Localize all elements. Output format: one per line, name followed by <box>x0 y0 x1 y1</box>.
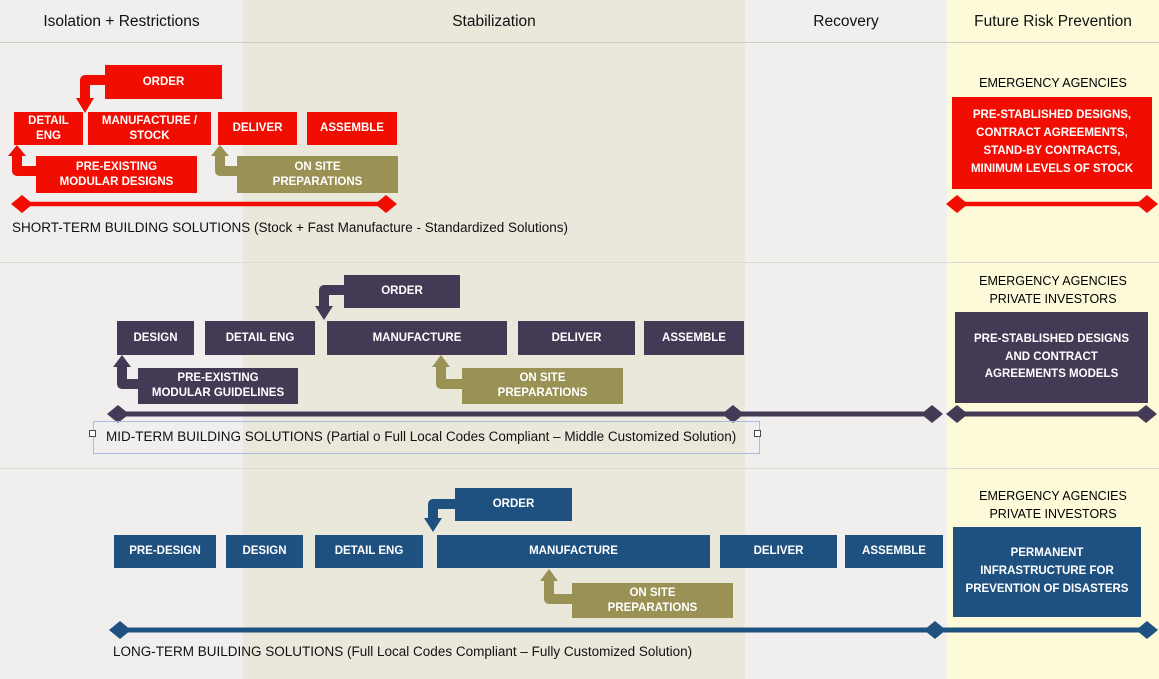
long-manufacture-box[interactable]: MANUFACTURE <box>437 535 710 568</box>
long-on-site-box[interactable]: ON SITE PREPARATIONS <box>572 583 733 618</box>
short-timeline[interactable] <box>0 194 1159 216</box>
long-deliver-box[interactable]: DELIVER <box>720 535 837 568</box>
long-timeline-label[interactable]: LONG-TERM BUILDING SOLUTIONS (Full Local… <box>113 644 693 659</box>
elbow-arrow-down-icon[interactable] <box>70 70 110 118</box>
header-divider <box>0 42 1159 43</box>
elbow-arrow-down-icon[interactable] <box>308 280 348 324</box>
mid-detail-eng-box[interactable]: DETAIL ENG <box>205 321 315 355</box>
elbow-arrow-up-icon[interactable] <box>205 143 243 179</box>
long-assemble-box[interactable]: ASSEMBLE <box>845 535 943 568</box>
phase-column-recovery <box>745 0 947 679</box>
mid-pre-existing-box[interactable]: PRE-EXISTING MODULAR GUIDELINES <box>138 368 298 404</box>
mid-order-box[interactable]: ORDER <box>344 275 460 308</box>
selection-rect[interactable] <box>93 421 760 454</box>
long-design-box[interactable]: DESIGN <box>226 535 303 568</box>
mid-on-site-box[interactable]: ON SITE PREPARATIONS <box>462 368 623 404</box>
short-detail-eng-box[interactable]: DETAIL ENG <box>14 112 83 145</box>
selection-handle-right[interactable] <box>754 430 761 437</box>
mid-timeline-label[interactable]: MID-TERM BUILDING SOLUTIONS (Partial o F… <box>106 429 737 444</box>
long-detail-eng-box[interactable]: DETAIL ENG <box>315 535 423 568</box>
row-divider-1 <box>0 262 1159 263</box>
phase-header-recovery[interactable]: Recovery <box>813 12 879 30</box>
row-divider-2 <box>0 468 1159 469</box>
elbow-arrow-up-icon[interactable] <box>4 143 44 179</box>
mid-timeline[interactable] <box>0 404 1159 426</box>
phase-header-future-risk[interactable]: Future Risk Prevention <box>974 12 1132 30</box>
short-order-box[interactable]: ORDER <box>105 65 222 99</box>
elbow-arrow-up-icon[interactable] <box>531 565 575 605</box>
long-risk-prevention-box[interactable]: PERMANENT INFRASTRUCTURE FOR PREVENTION … <box>953 527 1141 617</box>
elbow-arrow-up-icon[interactable] <box>106 350 144 389</box>
mid-agencies-label[interactable]: EMERGENCY AGENCIES PRIVATE INVESTORS <box>979 274 1127 307</box>
short-risk-prevention-box[interactable]: PRE-STABLISHED DESIGNS, CONTRACT AGREEME… <box>952 97 1152 189</box>
short-manufacture-box[interactable]: MANUFACTURE / STOCK <box>88 112 211 145</box>
mid-risk-prevention-box[interactable]: PRE-STABLISHED DESIGNS AND CONTRACT AGRE… <box>955 312 1148 403</box>
selection-handle-left[interactable] <box>89 430 96 437</box>
mid-assemble-box[interactable]: ASSEMBLE <box>644 321 744 355</box>
long-timeline[interactable] <box>0 620 1159 642</box>
short-deliver-box[interactable]: DELIVER <box>218 112 297 145</box>
mid-deliver-box[interactable]: DELIVER <box>518 321 635 355</box>
short-pre-existing-box[interactable]: PRE-EXISTING MODULAR DESIGNS <box>36 156 197 193</box>
long-pre-design-box[interactable]: PRE-DESIGN <box>114 535 216 568</box>
short-on-site-box[interactable]: ON SITE PREPARATIONS <box>237 156 398 193</box>
long-order-box[interactable]: ORDER <box>455 488 572 521</box>
mid-manufacture-box[interactable]: MANUFACTURE <box>327 321 507 355</box>
long-agencies-label[interactable]: EMERGENCY AGENCIES PRIVATE INVESTORS <box>979 489 1127 522</box>
short-agencies-label[interactable]: EMERGENCY AGENCIES <box>979 76 1127 90</box>
short-timeline-label[interactable]: SHORT-TERM BUILDING SOLUTIONS (Stock + F… <box>12 220 569 235</box>
phase-header-stabilization[interactable]: Stabilization <box>452 12 536 30</box>
elbow-arrow-down-icon[interactable] <box>416 494 458 536</box>
elbow-arrow-up-icon[interactable] <box>424 350 466 389</box>
mid-design-box[interactable]: DESIGN <box>117 321 194 355</box>
short-assemble-box[interactable]: ASSEMBLE <box>307 112 397 145</box>
phase-header-isolation[interactable]: Isolation + Restrictions <box>43 12 200 30</box>
